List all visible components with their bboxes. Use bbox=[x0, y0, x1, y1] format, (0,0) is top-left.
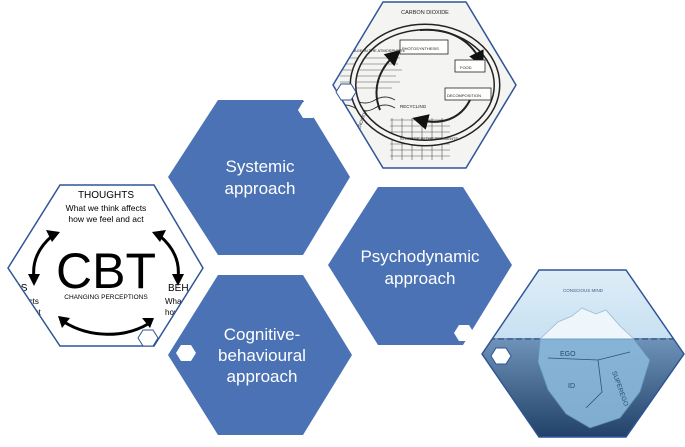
marker-hexagon-icon bbox=[298, 102, 318, 118]
cbt-caption: CHANGING PERCEPTIONS bbox=[64, 294, 148, 301]
hexagon-systemic: Systemic approach bbox=[168, 100, 350, 255]
cbt-right-frag2: Wha bbox=[165, 297, 182, 306]
hexagon-psychodynamic-shape bbox=[328, 187, 512, 345]
marker-hexagon-icon bbox=[335, 83, 357, 101]
hexagon-cognitive: Cognitive- behavioural approach bbox=[168, 275, 352, 435]
cycle-label-photosynthesis: PHOTOSYNTHESIS bbox=[402, 46, 439, 51]
iceberg-image-hexagon: CONSCIOUS MIND EGO SUPEREGO ID bbox=[481, 269, 685, 438]
cycle-label-food: FOOD bbox=[460, 65, 472, 70]
hexagon-systemic-line1: Systemic bbox=[226, 157, 295, 176]
cycle-label-erosion: EROSION bbox=[356, 109, 368, 130]
cbt-big-label: CBT bbox=[56, 243, 156, 299]
cycle-image-hexagon: CARBON DIOXIDE STORAGE IN THE ATMOSPHERE… bbox=[332, 1, 517, 169]
cbt-image-hexagon: THOUGHTS What we think affects how we fe… bbox=[7, 184, 204, 347]
cbt-right-frag1: BEH bbox=[168, 283, 189, 294]
marker-hexagon-icon bbox=[137, 329, 159, 347]
hexagon-cognitive-line1: Cognitive- bbox=[224, 325, 301, 344]
marker-hexagon-icon bbox=[454, 325, 474, 341]
cbt-heading: THOUGHTS bbox=[78, 190, 134, 201]
hexagon-cognitive-line2: behavioural bbox=[218, 346, 306, 365]
hexagon-psychodynamic-line2: approach bbox=[385, 269, 456, 288]
cbt-left-frag1: IS bbox=[18, 283, 28, 294]
cbt-sub2: how we feel and act bbox=[68, 214, 144, 224]
iceberg-top-label: CONSCIOUS MIND bbox=[563, 288, 604, 293]
cbt-sub1: What we think affects bbox=[66, 203, 147, 213]
cycle-label-decomposition: DECOMPOSITION bbox=[447, 93, 481, 98]
hexagon-systemic-line2: approach bbox=[225, 179, 296, 198]
cycle-label-storage-atm: STORAGE IN THE ATMOSPHERE bbox=[343, 48, 406, 53]
hexagon-psychodynamic-line1: Psychodynamic bbox=[360, 247, 480, 266]
hexagon-psychodynamic: Psychodynamic approach bbox=[328, 187, 512, 345]
marker-hexagon-icon bbox=[176, 345, 196, 361]
cbt-arrow bbox=[62, 320, 150, 336]
iceberg-id: ID bbox=[568, 383, 575, 390]
cycle-title: CARBON DIOXIDE bbox=[401, 10, 449, 16]
hexagon-systemic-shape bbox=[168, 100, 350, 255]
hexagon-cognitive-shape bbox=[168, 275, 352, 435]
cycle-label-recycling: RECYCLING bbox=[400, 104, 427, 109]
iceberg-ego: EGO bbox=[560, 351, 576, 358]
cbt-right-frag3: how bbox=[165, 308, 180, 317]
marker-hexagon-icon bbox=[490, 347, 512, 365]
cycle-label-storage-sed: STORAGE IN THE SEDIMENTS bbox=[400, 136, 458, 141]
hexagon-cognitive-line3: approach bbox=[227, 367, 298, 386]
